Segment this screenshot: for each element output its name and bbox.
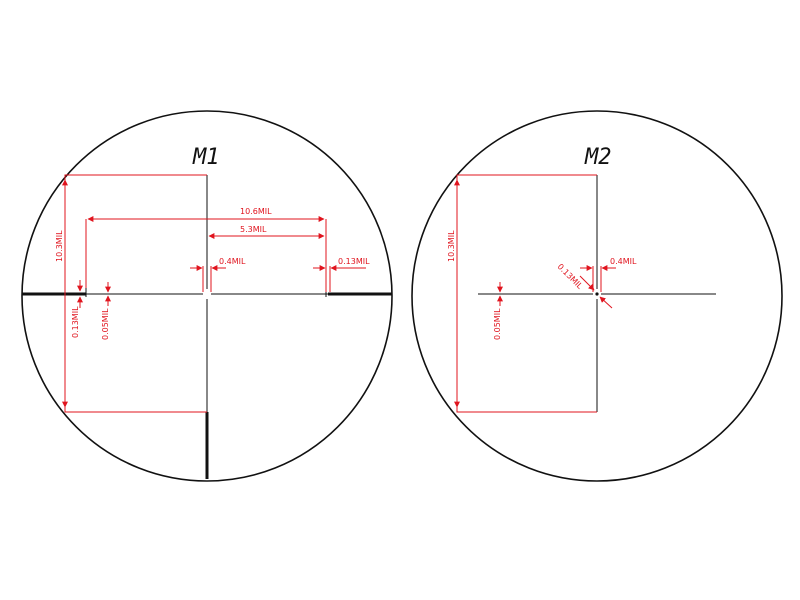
m1-half-label: 5.3MIL — [240, 225, 267, 234]
m2-height-label: 10.3MIL — [447, 230, 456, 262]
m2-diag-arrow-a — [579, 275, 595, 291]
reticle-m2: M2 10.3MIL 0.4MIL 0.13MIL 0.05MIL — [411, 110, 783, 482]
m1-scope-circle — [21, 110, 393, 482]
m1-thin-label: 0.05MIL — [101, 308, 110, 340]
m1-gap-label: 0.4MIL — [219, 257, 246, 266]
m1-thick-label: 0.13MIL — [71, 306, 80, 338]
m1-post-label: 0.13MIL — [338, 257, 370, 266]
m2-center-dot — [595, 292, 599, 296]
m2-gap-label: 0.4MIL — [610, 257, 637, 266]
reticle-m1: M1 10.3MIL 10.6MIL 5.3MIL 0.4MIL — [21, 110, 393, 482]
m1-height-label: 10.3MIL — [55, 230, 64, 262]
m2-title: M2 — [584, 145, 612, 170]
m2-thin-label: 0.05MIL — [493, 308, 502, 340]
m2-diag-arrow-b — [599, 296, 613, 309]
m2-scope-circle — [411, 110, 783, 482]
m1-title: M1 — [192, 145, 220, 170]
m1-wide-label: 10.6MIL — [240, 207, 272, 216]
